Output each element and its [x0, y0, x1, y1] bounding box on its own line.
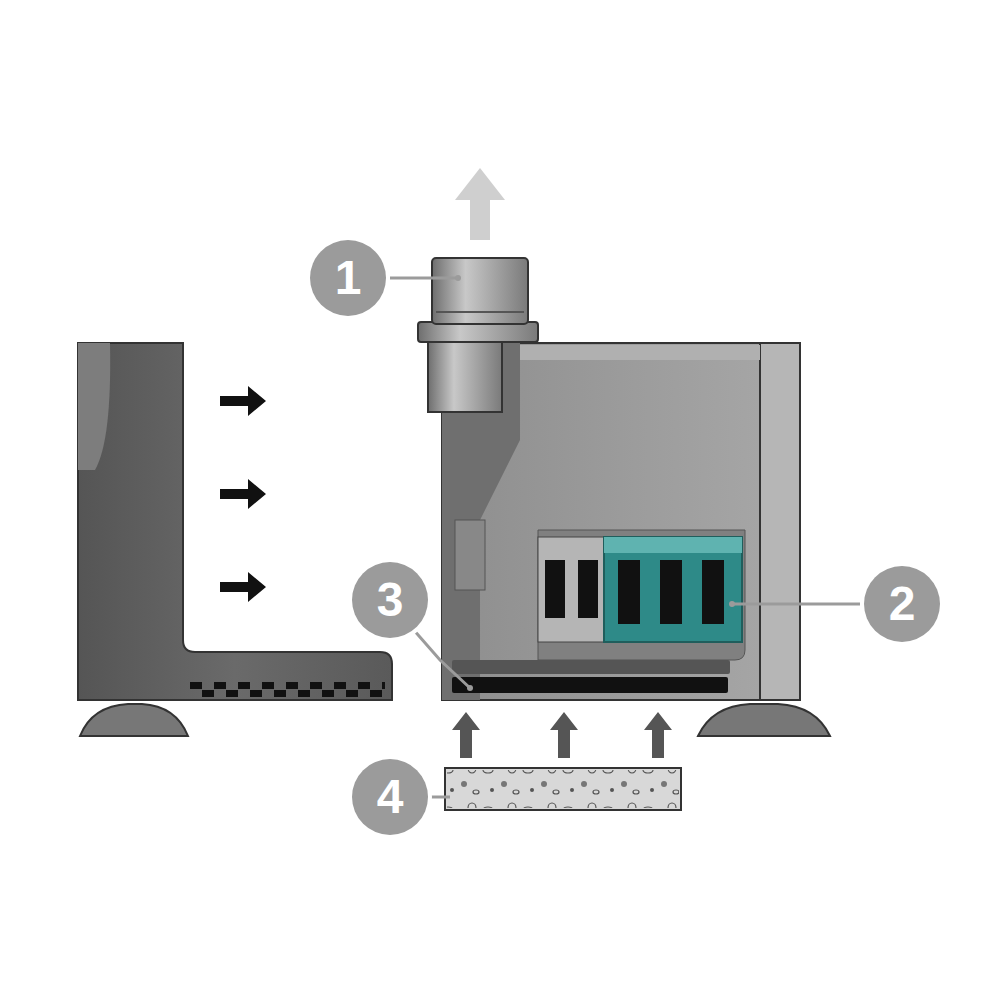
callout-number: 4 — [352, 759, 428, 835]
callout-number: 1 — [310, 240, 386, 316]
callout-number: 3 — [352, 562, 428, 638]
callout-number: 2 — [864, 566, 940, 642]
